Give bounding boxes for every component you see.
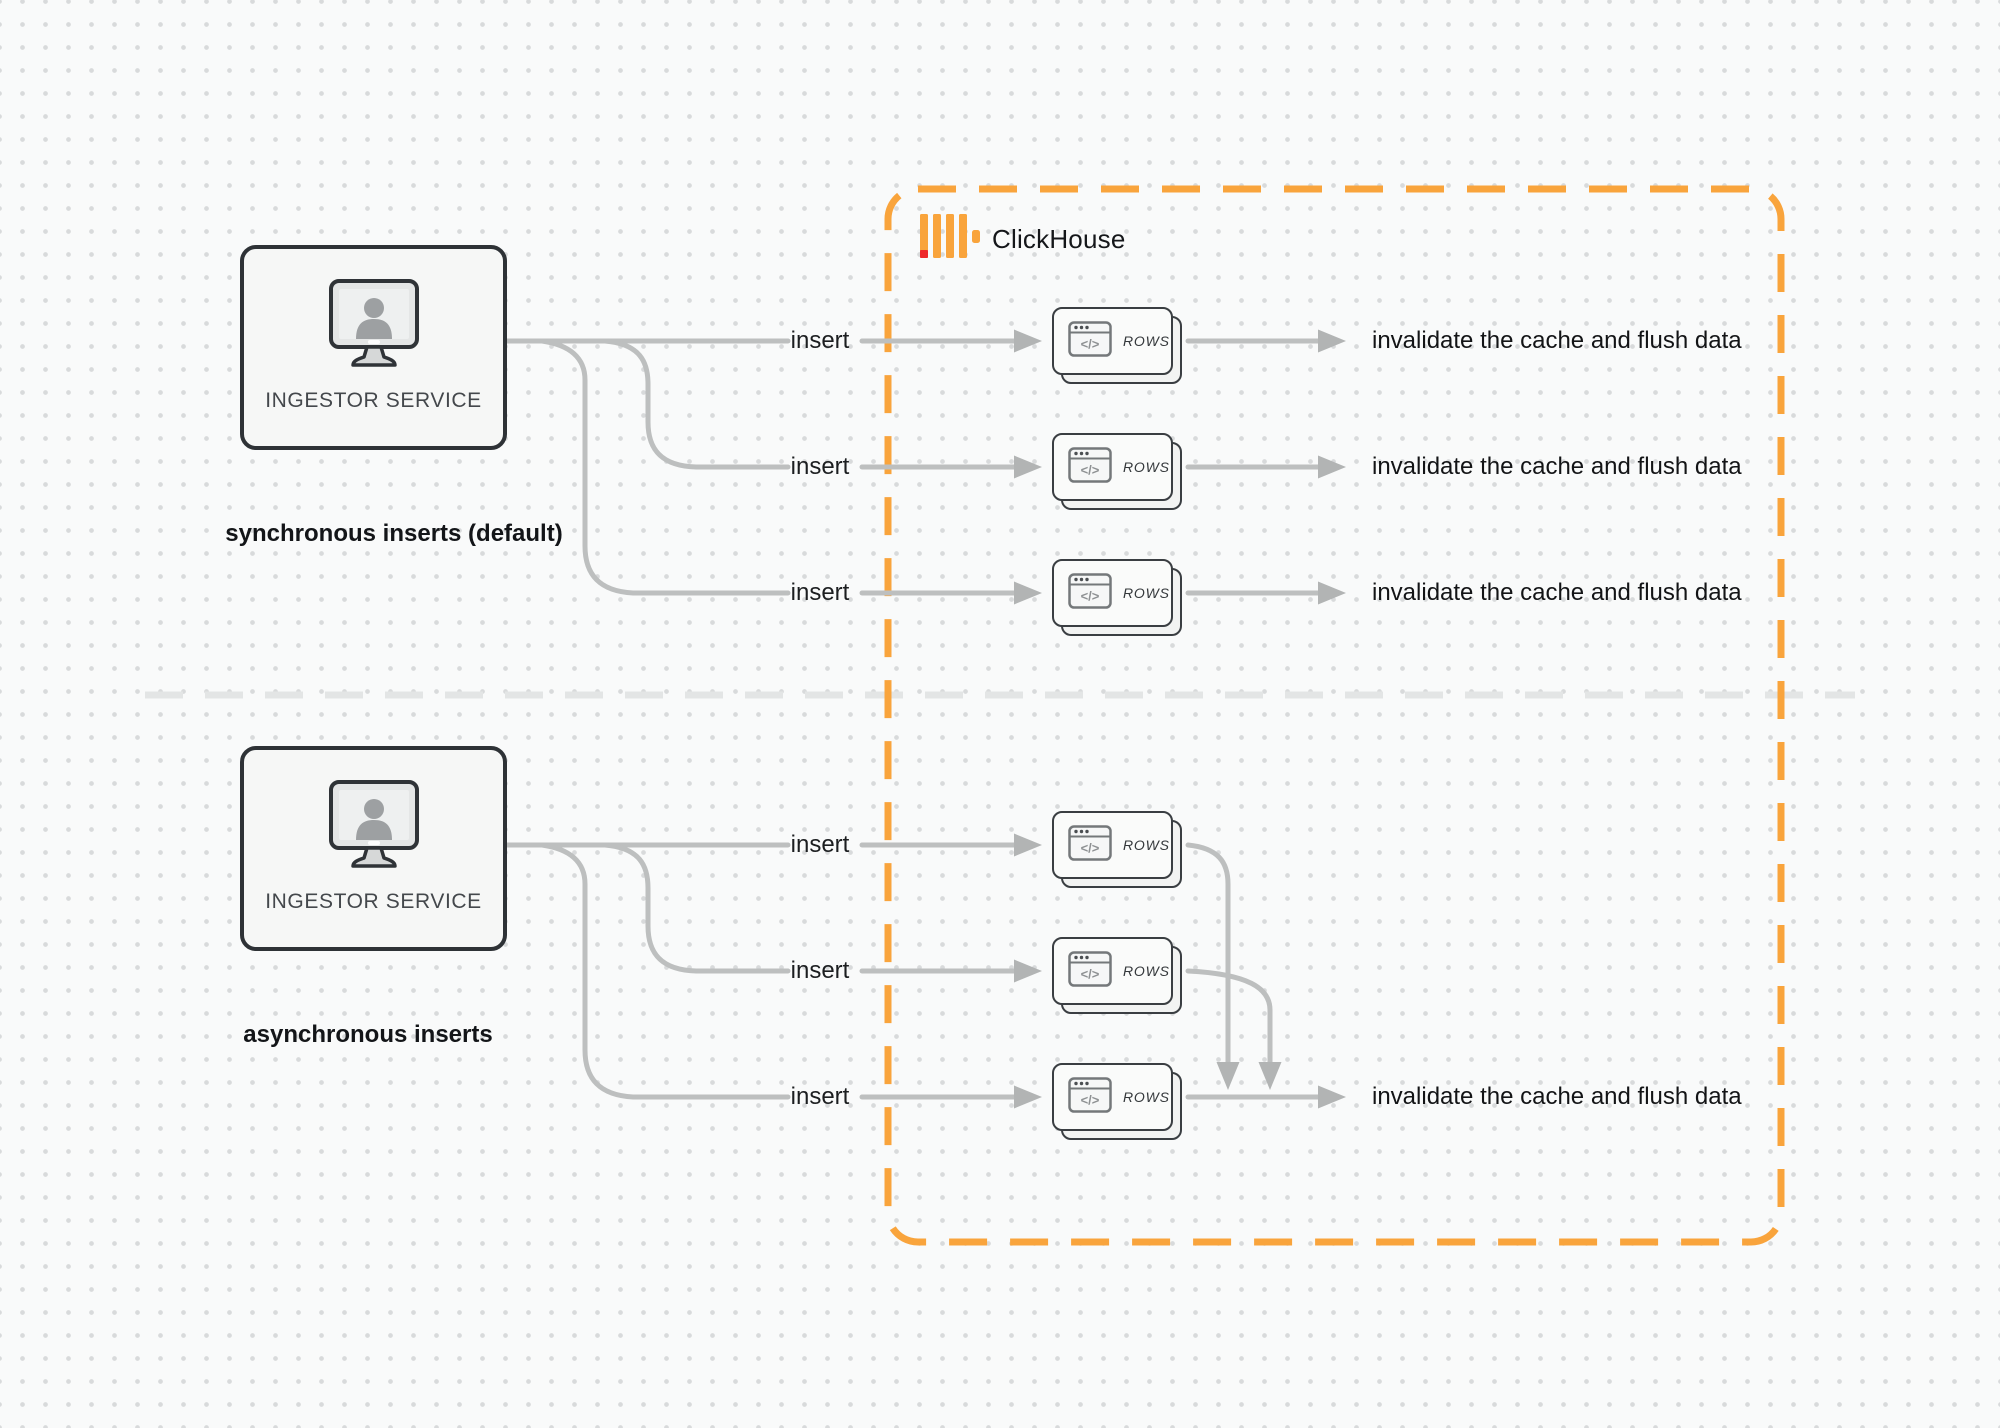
insert-edge-label: insert xyxy=(790,579,850,606)
rows-card-label: ROWS xyxy=(1123,1089,1170,1105)
clickhouse-header: ClickHouse xyxy=(920,213,1126,265)
ingestor-service-node-sync: INGESTOR SERVICE xyxy=(240,245,507,450)
svg-text:</>: </> xyxy=(1081,336,1100,351)
rows-card-label: ROWS xyxy=(1123,585,1170,601)
rows-card-label: ROWS xyxy=(1123,963,1170,979)
insert-edge-label: insert xyxy=(790,453,850,480)
workstation-monitor-icon xyxy=(328,279,420,380)
rows-card-label: ROWS xyxy=(1123,459,1170,475)
rows-batch-card: </> ROWS xyxy=(1052,937,1184,1016)
svg-text:</>: </> xyxy=(1081,1092,1100,1107)
insert-edge-label: insert xyxy=(790,957,850,984)
async-section-caption: asynchronous inserts xyxy=(243,1021,493,1048)
rows-card-label: ROWS xyxy=(1123,333,1170,349)
insert-edge-label: insert xyxy=(790,1083,850,1110)
ingestor-service-node-async: INGESTOR SERVICE xyxy=(240,746,507,951)
clickhouse-boundary-box xyxy=(884,185,1785,1246)
svg-text:</>: </> xyxy=(1081,966,1100,981)
workstation-monitor-icon xyxy=(328,780,420,881)
flush-result-label: invalidate the cache and flush data xyxy=(1372,1083,1742,1110)
code-window-icon: </> xyxy=(1068,824,1112,866)
ingestor-service-label: INGESTOR SERVICE xyxy=(265,389,482,412)
code-window-icon: </> xyxy=(1068,950,1112,992)
rows-card-label: ROWS xyxy=(1123,837,1170,853)
rows-batch-card: </> ROWS xyxy=(1052,559,1184,638)
ingestor-service-label: INGESTOR SERVICE xyxy=(265,890,482,913)
code-window-icon: </> xyxy=(1068,320,1112,362)
svg-text:</>: </> xyxy=(1081,462,1100,477)
insert-edge-label: insert xyxy=(790,831,850,858)
insert-edge-label: insert xyxy=(790,327,850,354)
code-window-icon: </> xyxy=(1068,1076,1112,1118)
svg-text:</>: </> xyxy=(1081,588,1100,603)
connector-lines xyxy=(504,338,1323,1100)
sync-section-caption: synchronous inserts (default) xyxy=(225,520,563,547)
flush-result-label: invalidate the cache and flush data xyxy=(1372,327,1742,354)
rows-batch-card: </> ROWS xyxy=(1052,307,1184,386)
clickhouse-wordmark: ClickHouse xyxy=(992,223,1126,254)
code-window-icon: </> xyxy=(1068,446,1112,488)
flush-result-label: invalidate the cache and flush data xyxy=(1372,579,1742,606)
rows-batch-card: </> ROWS xyxy=(1052,433,1184,512)
svg-text:</>: </> xyxy=(1081,840,1100,855)
rows-batch-card: </> ROWS xyxy=(1052,1063,1184,1142)
flush-result-label: invalidate the cache and flush data xyxy=(1372,453,1742,480)
arrowheads xyxy=(1014,329,1346,1109)
code-window-icon: </> xyxy=(1068,572,1112,614)
clickhouse-logo-icon xyxy=(920,213,981,265)
rows-batch-card: </> ROWS xyxy=(1052,811,1184,890)
